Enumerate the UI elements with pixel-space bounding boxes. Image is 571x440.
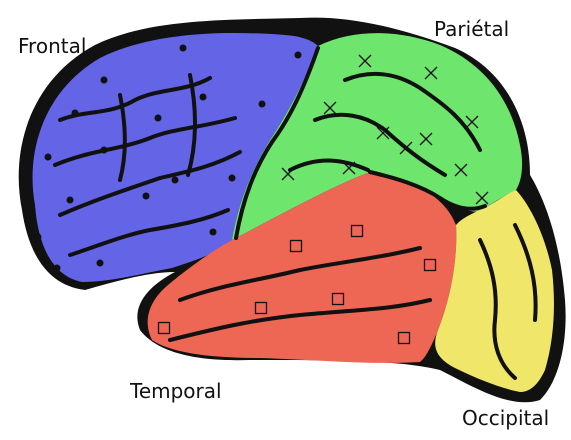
- frontal-dot-marker: [172, 177, 179, 184]
- parietal-label: Pariétal: [434, 17, 509, 41]
- frontal-dot-marker: [259, 101, 266, 108]
- frontal-dot-marker: [101, 77, 108, 84]
- frontal-dot-marker: [295, 52, 302, 59]
- frontal-dot-marker: [180, 45, 187, 52]
- frontal-dot-marker: [200, 94, 207, 101]
- frontal-dot-marker: [67, 197, 74, 204]
- frontal-dot-marker: [54, 265, 61, 272]
- frontal-dot-marker: [72, 110, 79, 117]
- frontal-dot-marker: [97, 260, 104, 267]
- frontal-dot-marker: [155, 115, 162, 122]
- frontal-dot-marker: [101, 147, 108, 154]
- temporal-label: Temporal: [130, 379, 222, 403]
- frontal-dot-marker: [229, 175, 236, 182]
- frontal-label: Frontal: [18, 34, 86, 58]
- frontal-dot-marker: [45, 154, 52, 161]
- frontal-dot-marker: [210, 229, 217, 236]
- frontal-dot-marker: [35, 234, 42, 241]
- occipital-label: Occipital: [462, 406, 549, 430]
- frontal-dot-marker: [143, 193, 150, 200]
